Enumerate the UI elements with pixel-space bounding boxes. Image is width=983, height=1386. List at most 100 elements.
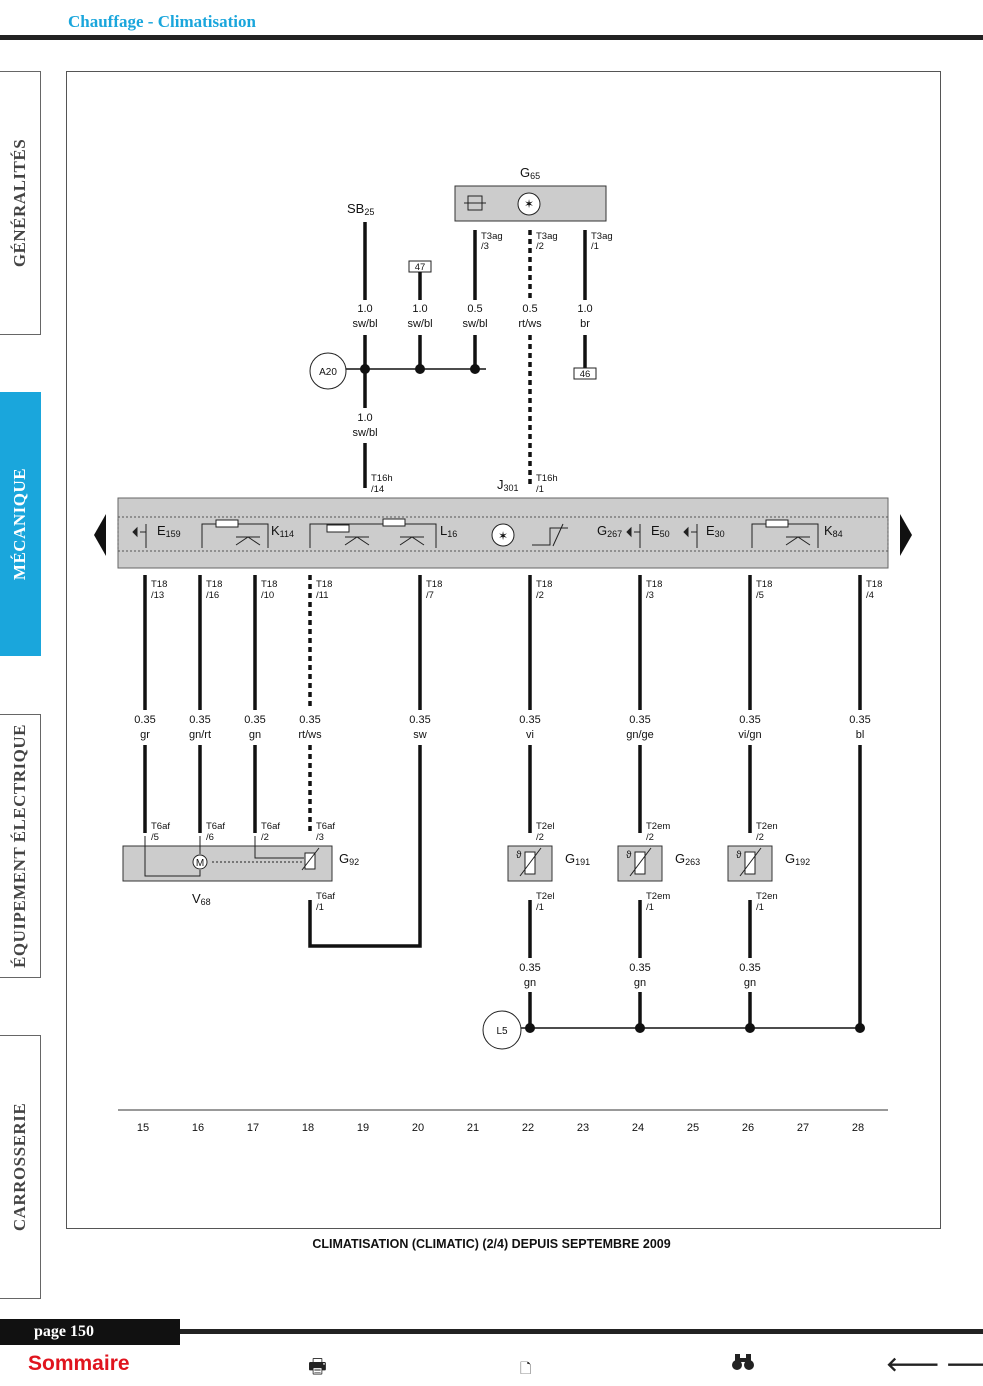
tab-generalites[interactable]: GÉNÉRALITÉS: [0, 71, 41, 335]
wire: [308, 745, 422, 948]
resistor: [326, 524, 350, 533]
wire-color: gn: [634, 977, 646, 989]
conn-a: T2en: [756, 821, 778, 832]
label-g192: G192: [785, 851, 810, 867]
wire-size: 0.5: [467, 303, 482, 315]
conn-b: /1: [756, 902, 764, 913]
g92-arrow: [301, 847, 320, 871]
arrow-left-icon[interactable]: [94, 514, 106, 556]
header-rule: [0, 35, 983, 40]
label-k84: K84: [824, 523, 843, 539]
junction-dot: [470, 364, 480, 374]
scale-label: 16: [192, 1122, 204, 1134]
wire-size: 0.35: [519, 714, 540, 726]
label-e50: E50: [651, 523, 670, 539]
conn-a: T6af: [316, 821, 335, 832]
conn-a: T3ag: [536, 231, 558, 242]
conn-a: T6af: [206, 821, 225, 832]
top-wire-labels: 1.0 sw/bl 1.0 sw/bl 0.5 sw/bl 0.5 rt/ws …: [352, 303, 592, 439]
conn-b: /3: [646, 590, 654, 601]
switch-symbol: [140, 524, 147, 548]
page-number: page 150: [0, 1319, 180, 1345]
thermistor-arrow: [739, 847, 762, 877]
j301-components: [132, 518, 819, 548]
diode: [344, 536, 370, 546]
wire-size: 1.0: [357, 412, 372, 424]
motor-symbol: [192, 854, 208, 870]
scale-label: 18: [302, 1122, 314, 1134]
conn-b: /10: [261, 590, 274, 601]
junction-dot: [415, 364, 425, 374]
conn-b: /2: [536, 590, 544, 601]
label-e30: E30: [706, 523, 725, 539]
switch-symbol: [626, 526, 632, 538]
wire-color: gn: [524, 977, 536, 989]
g92-potentiometer: [304, 852, 316, 870]
arrow-right-icon[interactable]: 🡒: [946, 1354, 983, 1376]
conn-b: /3: [481, 241, 489, 252]
wire-color: sw/bl: [352, 427, 377, 439]
conn-a: T3ag: [591, 231, 613, 242]
sensor-connector-labels: T2el /2 T2em /2 T2en /2 T2el /1 T2em /1 …: [536, 821, 778, 913]
tab-mecanique[interactable]: MÉCANIQUE: [0, 392, 41, 656]
conn-b: /1: [316, 902, 324, 913]
lower-wires: [143, 575, 862, 1028]
print-icon[interactable]: 🖶: [308, 1356, 327, 1378]
wire-color: bl: [856, 729, 865, 741]
ref-47: 47: [415, 262, 426, 273]
scale-label: 23: [577, 1122, 589, 1134]
document-icon[interactable]: 🗋: [520, 1360, 532, 1376]
label-v68: V68: [192, 891, 211, 907]
wire-color: gn/ge: [626, 729, 654, 741]
conn-a: T18: [646, 579, 662, 590]
conn-a: T2en: [756, 891, 778, 902]
wire-color: br: [580, 318, 590, 330]
ref-46: 46: [580, 369, 591, 380]
tab-equipement-electrique[interactable]: ÉQUIPEMENT ÉLECTRIQUE: [0, 714, 41, 978]
wire-size: 0.35: [629, 962, 650, 974]
wire-size: 0.35: [519, 962, 540, 974]
wire-color: gn/rt: [189, 729, 211, 741]
theta-symbol: ϑ: [626, 850, 632, 861]
g267-sensor-circle: [491, 523, 515, 547]
resistor: [765, 519, 789, 528]
label-g263: G263: [675, 851, 700, 867]
wire-color: rt/ws: [298, 729, 322, 741]
conn-b: /14: [371, 484, 384, 495]
junction-dot: [360, 364, 370, 374]
wire-size: 0.5: [522, 303, 537, 315]
conn-b: /7: [426, 590, 434, 601]
wire-color: gn: [744, 977, 756, 989]
scale-label: 21: [467, 1122, 479, 1134]
label-g267: G267: [597, 523, 622, 539]
wire-color: rt/ws: [518, 318, 542, 330]
diagram-caption: CLIMATISATION (CLIMATIC) (2/4) DEPUIS SE…: [312, 1237, 671, 1251]
g267-variable: [532, 523, 568, 547]
motor-label: M: [196, 858, 204, 869]
conn-b: /6: [206, 832, 214, 843]
conn-a: T2el: [536, 891, 554, 902]
arrow-right-icon[interactable]: [900, 514, 912, 556]
conn-a: T16h: [536, 473, 558, 484]
diode: [235, 536, 261, 546]
scale-label: 27: [797, 1122, 809, 1134]
diode: [399, 536, 425, 546]
wire-size: 0.35: [409, 714, 430, 726]
conn-a: T18: [536, 579, 552, 590]
thermistor-arrow: [519, 847, 542, 877]
arrow-left-icon[interactable]: 🡐: [886, 1354, 940, 1376]
sommaire-link[interactable]: Sommaire: [28, 1352, 130, 1375]
temperature-sensors: ϑ ϑ ϑ: [507, 845, 773, 882]
v68-internal: [144, 836, 320, 877]
footer-rule: [180, 1329, 983, 1334]
wire-color: sw/bl: [462, 318, 487, 330]
g65-sensor-symbol: [517, 192, 541, 216]
junction-dot: [635, 1023, 645, 1033]
switch-symbol: [683, 526, 689, 538]
scale-label: 17: [247, 1122, 259, 1134]
label-sb25: SB25: [347, 201, 374, 217]
v68-unit: [122, 845, 333, 882]
binoculars-icon[interactable]: [732, 1352, 754, 1377]
tab-carrosserie[interactable]: CARROSSERIE: [0, 1035, 41, 1299]
